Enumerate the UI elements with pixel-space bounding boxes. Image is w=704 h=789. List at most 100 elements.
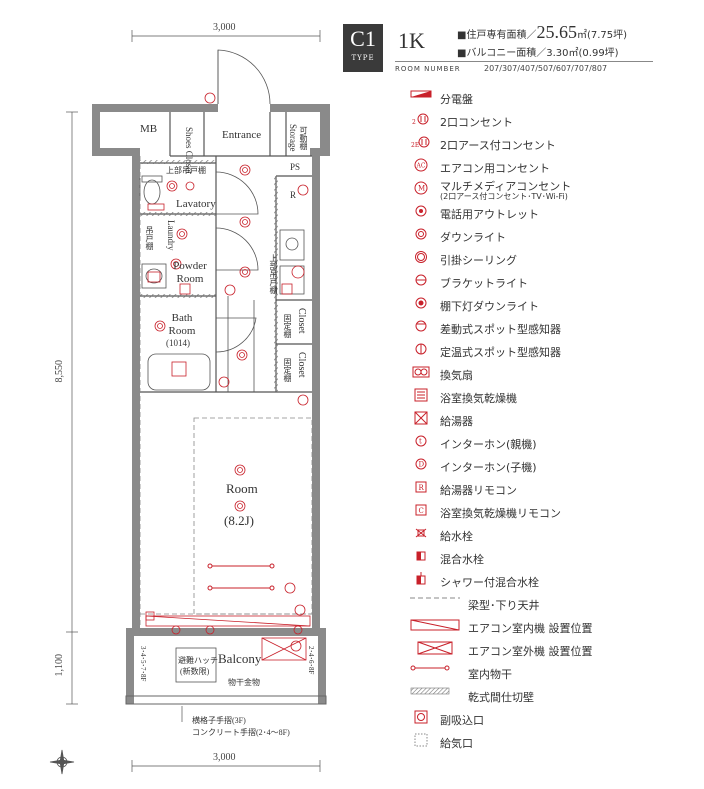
left-height-main-dim: 8,550 [54,360,65,383]
left-height-balcony-dim: 1,100 [54,654,65,677]
legend-label: 乾式間仕切壁 [468,691,534,704]
legend-sublabel: (2口アース付コンセント･TV･Wi-Fi) [440,191,568,201]
balcony-side-right-label: 2･4･6･8F [307,646,315,675]
bath-dryer-icon [410,388,432,406]
partitions [140,112,312,393]
water-heater-icon [410,411,432,429]
legend-item: AC エアコン用コンセント [410,158,550,178]
balcony-area-line: ■バルコニー面積／3.30㎡(0.99坪) [457,48,619,59]
bath-tub [147,353,211,391]
hanging-shelf-label: 吊戸棚 [145,226,154,250]
water-tap-icon [410,528,432,544]
legend-label: 梁型･下り天井 [468,599,540,612]
area-value: 25.65 [536,22,577,42]
legend-item: ブラケットライト [410,273,528,293]
legend-item: 差動式スポット型感知器 [410,319,561,339]
legend-label: ダウンライト [440,231,506,244]
powder-room-label: Powder Room [173,260,207,285]
dry-partition-wall-3 [140,294,216,298]
intake-icon [410,710,432,728]
bottom-width-dim: 3,000 [213,752,236,763]
legend-label: 給気口 [440,737,473,750]
evac-hatch-label-1: 避難ハッチ [178,656,218,665]
svg-text:M: M [418,185,425,193]
legend-label: インターホン(子機) [440,461,537,474]
ac-outdoor-icon [410,641,462,659]
legend-label: 分電盤 [440,93,473,106]
railing-note-1: 横格子手摺(3F) [192,716,246,725]
top-width-dim: 3,000 [213,22,236,33]
mb-label: MB [140,123,158,135]
under-shelf-light-icon [410,297,432,314]
dry-partition-wall-4 [274,176,278,392]
multimedia-outlet-icon: M [410,181,432,199]
ac-indoor-unit [145,615,311,627]
intercom-main-icon: t [410,435,432,452]
legend-item: エアコン室外機 設置位置 [410,641,593,661]
room-label: Room [226,481,258,496]
evac-hatch-label-2: (新数限) [180,667,210,676]
type-label: TYPE [351,54,375,62]
clothes-rack-label: 物干金物 [228,678,260,687]
legend-label: エアコン用コンセント [440,162,550,175]
legend-item: t インターホン(親機) [410,434,537,454]
bath-size-label: (1014) [166,338,190,348]
area-unit: ㎡(7.75坪) [576,30,628,41]
legend-label: 混合水栓 [440,553,484,566]
legend-item: 引掛シーリング [410,250,517,270]
legend-label: 給水栓 [440,530,473,543]
legend-label: 換気扇 [440,369,473,382]
bath-room-label: Bath Room [168,312,196,337]
room-numbers: 207/307/407/507/607/707/807 [484,64,608,73]
legend-item: 電話用アウトレット [410,204,539,224]
legend-item: 浴室換気乾燥機 [410,388,517,408]
storage-label: Storage [288,124,298,152]
bracket-light-icon [410,274,432,291]
legend-label: 給湯器 [440,415,473,428]
svg-text:t: t [419,438,422,446]
outlet-earth-icon: 2E [410,136,432,153]
north-arrow [49,749,75,775]
svg-text:AC: AC [416,163,426,170]
legend-label: マルチメディアコンセント(2口アース付コンセント･TV･Wi-Fi) [440,180,572,201]
legend-item: 定温式スポット型感知器 [410,342,561,362]
legend-label: エアコン室内機 設置位置 [468,622,593,635]
shower-mixer-icon [410,572,432,590]
mixer-tap-icon [410,551,432,567]
svg-text:2: 2 [412,119,416,126]
ac-outdoor-unit [261,637,307,661]
top-dimension-line [131,30,321,42]
legend-item: ダウンライト [410,227,506,247]
indoor-clothes-rod [207,563,275,591]
legend-item: C 浴室換気乾燥機リモコン [410,503,561,523]
legend-label: シャワー付混合水栓 [440,576,539,589]
closet1-label: Closet [296,308,307,334]
legend-label: 棚下灯ダウンライト [440,300,539,313]
legend-label: 浴室換気乾燥機リモコン [440,507,561,520]
legend-item: 室内物干 [410,664,512,684]
dryer-remote-icon: C [410,504,432,521]
dry-partition-wall [140,160,216,164]
legend-label: インターホン(親機) [440,438,537,451]
header-divider [395,61,653,62]
legend-label: 副吸込口 [440,714,484,727]
ventilation-fan-icon [410,366,432,383]
svg-text:C: C [419,507,424,515]
clothes-rod-icon [410,665,462,682]
evac-hatch [175,647,217,683]
legend-item: 換気扇 [410,365,473,385]
bottom-dimension-line [131,760,321,772]
legend-item: 梁型･下り天井 [410,595,540,615]
legend-label: 定温式スポット型感知器 [440,346,561,359]
upper-shelf-right-label: 上部吊戸棚 [269,254,278,294]
legend-label: 電話用アウトレット [440,208,539,221]
lavatory-label: Lavatory [176,198,216,210]
legend-item: 給気口 [410,733,473,753]
laundry-label: Laundry [166,220,176,251]
dry-partition-wall-2 [140,212,216,216]
legend-item: シャワー付混合水栓 [410,572,539,592]
legend-item: 給湯器 [410,411,473,431]
